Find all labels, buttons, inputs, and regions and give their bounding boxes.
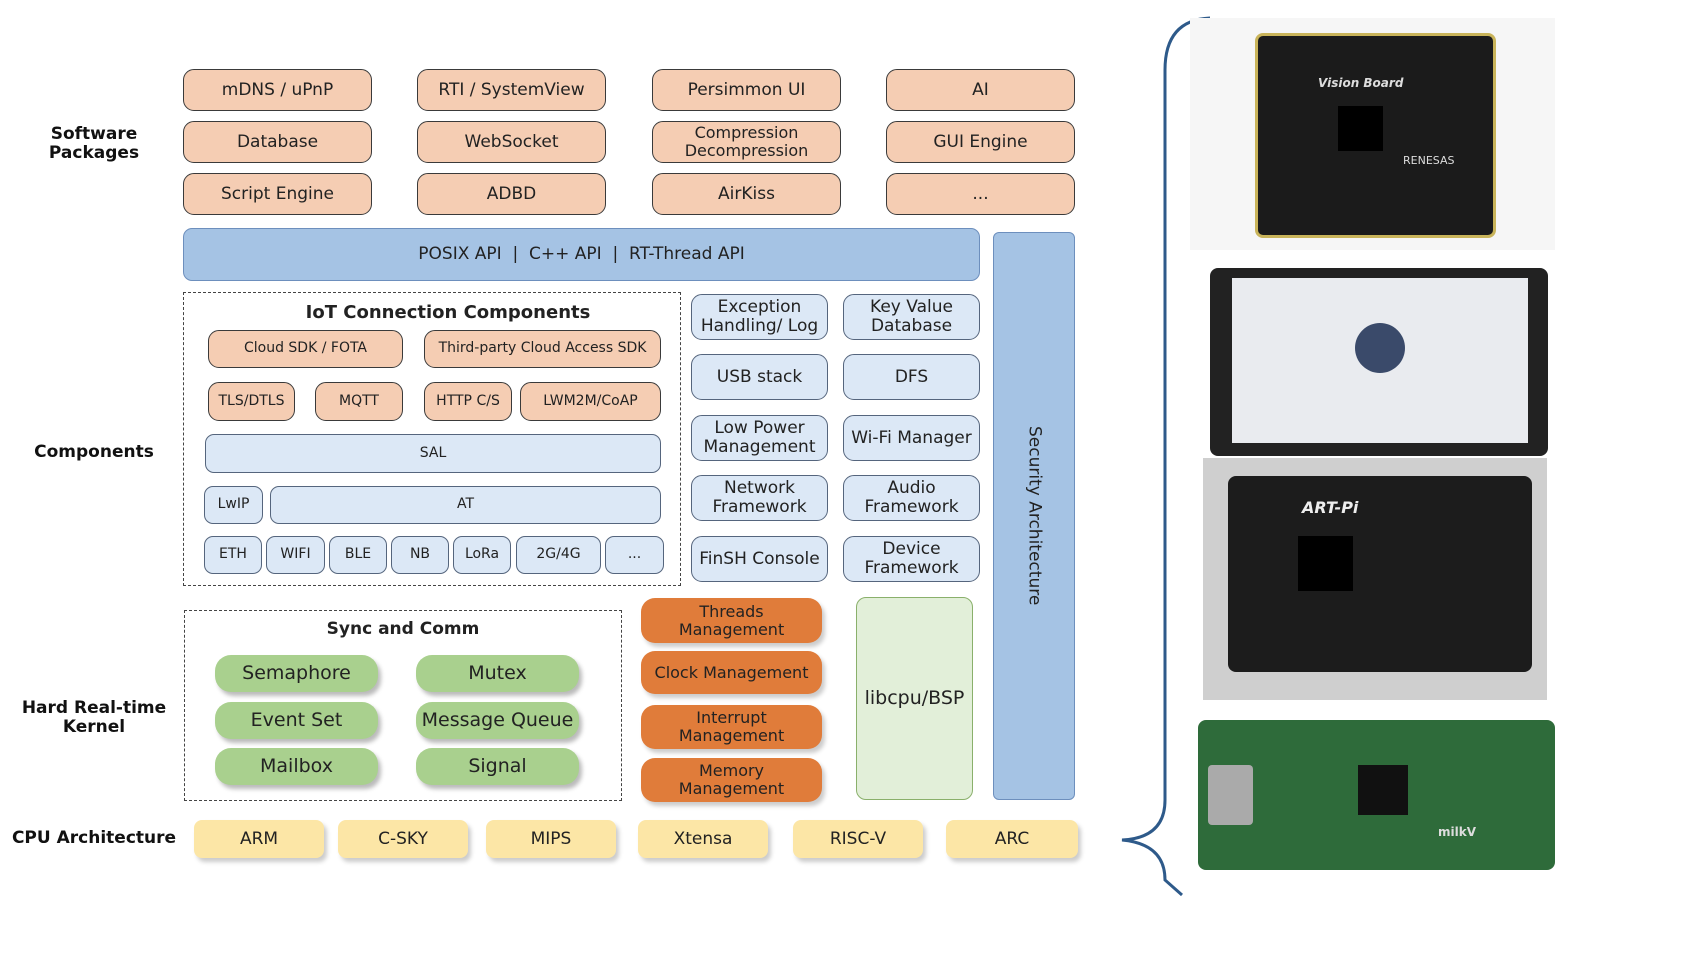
layer-label-components: Components [34,441,154,462]
cpu-arch: ARM [194,820,324,858]
lwm2m: LWM2M/CoAP [520,382,661,421]
kernel-mgmt: Clock Management [641,651,822,694]
link-2g4g: 2G/4G [516,536,601,574]
sync-item: Event Set [215,702,378,739]
security-architecture: Security Architecture [993,232,1075,800]
package: AI [886,69,1075,111]
kernel-mgmt: Interrupt Management [641,705,822,749]
package: ADBD [417,173,606,215]
sync-item: Mailbox [215,748,378,785]
sal: SAL [205,434,661,473]
security-label: Security Architecture [1024,426,1045,606]
package: WebSocket [417,121,606,163]
api-bar: POSIX API | C++ API | RT-Thread API [183,228,980,281]
package: mDNS / uPnP [183,69,372,111]
kernel-mgmt: Threads Management [641,598,822,643]
package: Persimmon UI [652,69,841,111]
sync-item: Signal [416,748,579,785]
sync-title: Sync and Comm [326,618,480,639]
sync-item: Semaphore [215,655,378,692]
link-more: ... [605,536,664,574]
cpu-arch: MIPS [486,820,616,858]
link-nb: NB [391,536,449,574]
sync-box [184,610,622,801]
vision-board-image: Vision Board RENESAS [1255,33,1496,238]
lwip: LwIP [204,486,263,524]
package: RTI / SystemView [417,69,606,111]
layer-label-kernel: Hard Real-time Kernel [21,698,167,737]
at: AT [270,486,661,524]
kernel-mgmt: Memory Management [641,758,822,802]
tls: TLS/DTLS [208,382,295,421]
package: Compression Decompression [652,121,841,163]
package: Database [183,121,372,163]
milkv-board-image: milkV [1198,720,1555,870]
cpu-arch: C-SKY [338,820,468,858]
package: AirKiss [652,173,841,215]
sync-item: Message Queue [416,702,579,739]
brace-icon [1121,16,1211,897]
third-party-sdk: Third-party Cloud Access SDK [424,330,661,368]
component: Audio Framework [843,475,980,521]
renesas-logo: RENESAS [1403,154,1455,167]
component: Exception Handling/ Log [691,294,828,340]
vision-board-logo: Vision Board [1318,76,1404,90]
package: ... [886,173,1075,215]
display-board-image [1210,268,1548,456]
cloud-sdk: Cloud SDK / FOTA [208,330,403,368]
link-eth: ETH [204,536,262,574]
cpu-arch: Xtensa [638,820,768,858]
component: DFS [843,354,980,400]
iot-title: IoT Connection Components [305,302,591,324]
art-pi-logo: ART-Pi [1302,498,1359,517]
component: Low Power Management [691,415,828,461]
layer-label-software: Software Packages [48,124,140,163]
cpu-arch: RISC-V [793,820,923,858]
component: Network Framework [691,475,828,521]
milkv-logo: milkV [1438,825,1476,839]
link-ble: BLE [329,536,387,574]
layer-label-cpu: CPU Architecture [11,827,177,848]
sync-item: Mutex [416,655,579,692]
http: HTTP C/S [424,382,512,421]
mqtt: MQTT [315,382,403,421]
component: Key Value Database [843,294,980,340]
component: Wi-Fi Manager [843,415,980,461]
libcpu-bsp: libcpu/BSP [856,597,973,800]
link-wifi: WIFI [266,536,325,574]
art-pi-image: ART-Pi [1228,476,1532,672]
component: FinSH Console [691,536,828,582]
component: Device Framework [843,536,980,582]
link-lora: LoRa [453,536,511,574]
cpu-arch: ARC [946,820,1078,858]
iot-box [183,292,681,586]
package: Script Engine [183,173,372,215]
component: USB stack [691,354,828,400]
package: GUI Engine [886,121,1075,163]
